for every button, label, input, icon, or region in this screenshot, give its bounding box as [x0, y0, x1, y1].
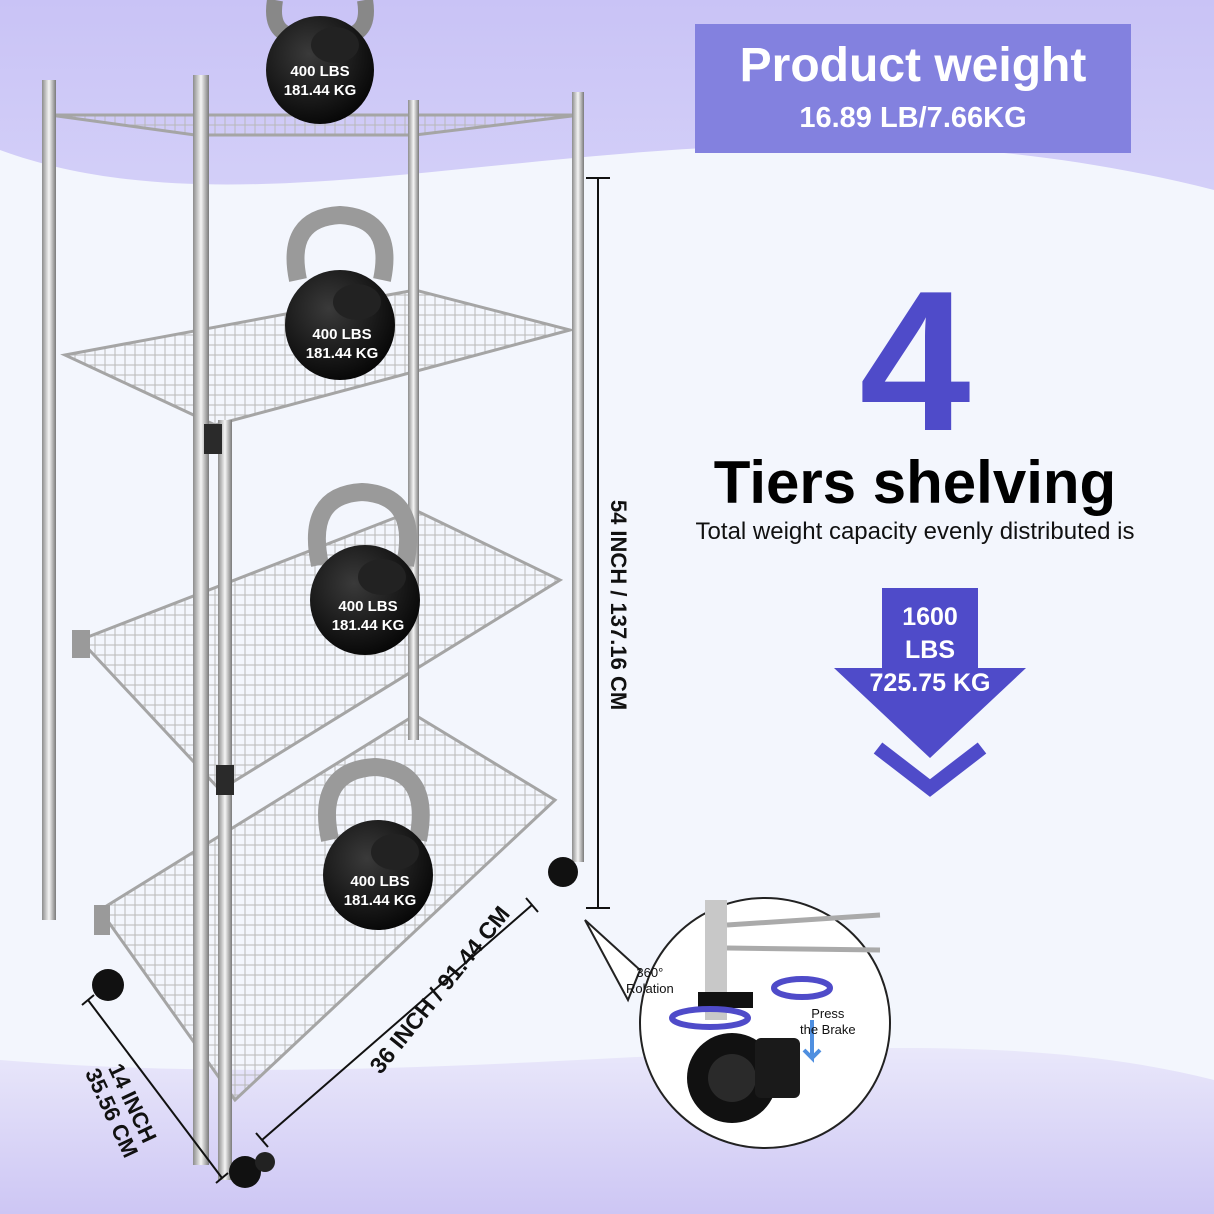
capacity-lbs: 1600 [902, 603, 958, 631]
product-weight-value: 16.89 LB/7.66KG [799, 102, 1027, 134]
post-front [193, 75, 209, 1165]
height-dimension-label: 54 INCH / 137.16 CM [606, 499, 631, 711]
capacity-note: Total weight capacity evenly distributed… [695, 518, 1135, 545]
caster-left [92, 969, 124, 1001]
shelf-4 [97, 713, 558, 1103]
caster-front [229, 1156, 261, 1188]
rotation-label: 360°Rolation [626, 965, 674, 996]
caster-back-right [548, 857, 578, 887]
capacity-arrow-icon [834, 588, 1026, 797]
kettlebell-3 [307, 482, 420, 655]
caster-wheel-inset [584, 897, 891, 1149]
post-back-left [42, 80, 56, 920]
product-weight-banner: Product weight 16.89 LB/7.66KG [695, 24, 1131, 153]
dimension-lines [81, 177, 610, 1184]
post-back-right [572, 92, 584, 862]
kettlebell-4 [318, 757, 433, 930]
kettlebell-2 [285, 205, 395, 380]
capacity-kg: 725.75 KG [869, 669, 991, 697]
product-weight-title: Product weight [739, 39, 1087, 92]
capacity-unit: LBS [905, 636, 955, 664]
kettlebell-top [266, 0, 374, 124]
tier-count: 4 [859, 250, 971, 473]
post-mid-back [408, 100, 419, 740]
tiers-heading: Tiers shelving [713, 449, 1117, 516]
post-front-lower [218, 420, 232, 1180]
